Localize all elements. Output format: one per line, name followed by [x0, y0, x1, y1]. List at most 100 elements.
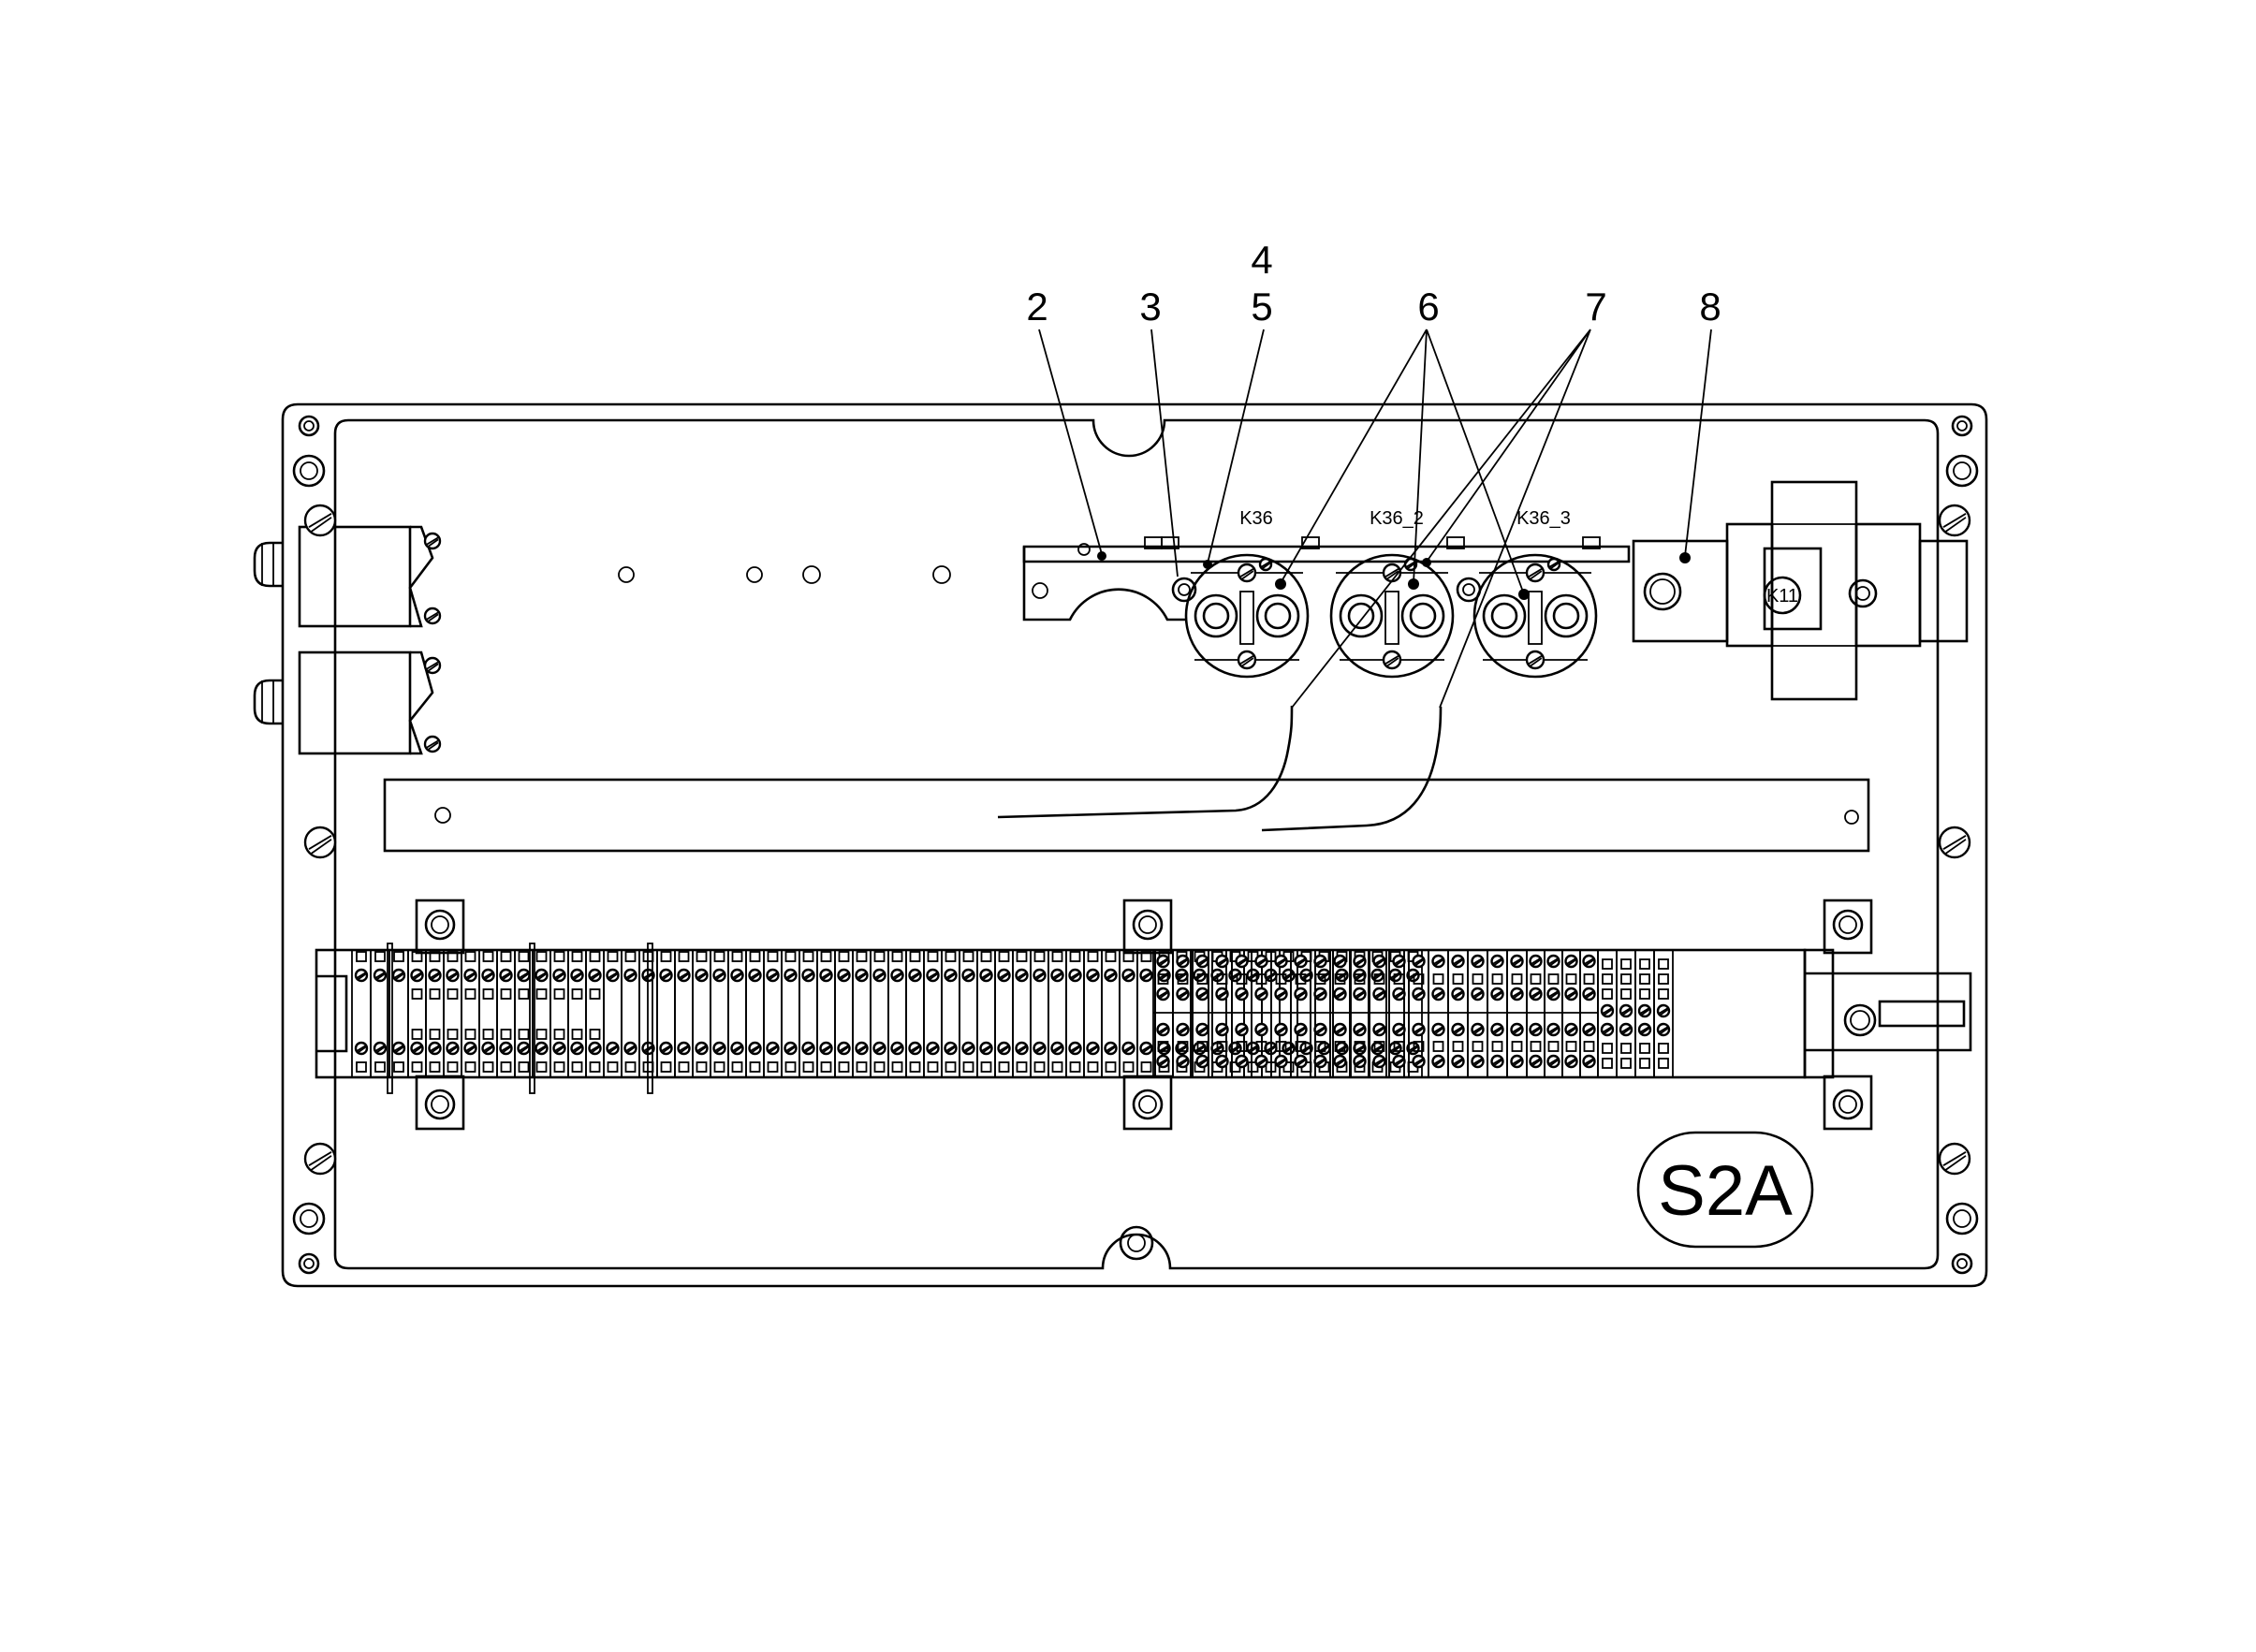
- terminal-screw-icon: [1333, 987, 1347, 1001]
- terminal-screw-icon: [1317, 1041, 1331, 1056]
- terminal: [1506, 949, 1528, 1078]
- relay-label-k36-2: K36_2: [1370, 508, 1424, 529]
- panel-badge: S2A: [1658, 1151, 1793, 1231]
- terminal-screw-icon: [1564, 987, 1578, 1001]
- callout-2: 2: [1026, 285, 1047, 329]
- terminal-screw-icon: [1637, 1022, 1652, 1037]
- terminal: [1561, 949, 1581, 1078]
- terminal: [1616, 949, 1636, 1078]
- terminal-screw-icon: [570, 1041, 584, 1056]
- terminal-screw-icon: [606, 968, 620, 983]
- bracket-stud-icon: [1446, 536, 1465, 549]
- terminal: [1388, 949, 1410, 1078]
- clamp-screw-icon: [1832, 909, 1864, 941]
- terminal-screw-icon: [499, 968, 513, 983]
- terminal-screw-icon: [428, 968, 442, 983]
- terminal-screw-icon: [1392, 954, 1406, 969]
- clamp-screw-icon: [1832, 1089, 1864, 1120]
- relay-label-k36-3: K36_3: [1516, 508, 1571, 529]
- terminal: [656, 949, 676, 1078]
- terminal-screw-icon: [1139, 1041, 1153, 1056]
- relay-screw-icon: [1382, 650, 1402, 670]
- terminal-screw-icon: [1510, 954, 1524, 969]
- callout-3: 3: [1139, 285, 1161, 329]
- mounting-hole-icon: [292, 1202, 326, 1235]
- corner-mounting-holes: [292, 415, 1979, 1275]
- terminal-screw-icon: [1637, 1003, 1652, 1018]
- relay-tags: K36 K36_2 K36_3: [1239, 508, 1571, 529]
- terminal-screw-icon: [1471, 954, 1485, 969]
- terminal-screw-icon: [695, 1041, 709, 1056]
- terminal-screw-icon: [1353, 1022, 1367, 1037]
- terminal-screw-icon: [1274, 1022, 1288, 1037]
- terminal: [1101, 949, 1121, 1078]
- terminal-screw-icon: [1529, 987, 1543, 1001]
- terminal: [1329, 949, 1351, 1078]
- terminal-screw-icon: [1451, 1054, 1465, 1069]
- terminal-screw-icon: [1392, 1054, 1406, 1069]
- terminal-screw-icon: [1254, 1054, 1268, 1069]
- terminal-screw-icon: [1176, 954, 1190, 969]
- terminal-screw-icon: [837, 968, 851, 983]
- terminal-screw-icon: [1121, 968, 1135, 983]
- terminal: [781, 949, 800, 1078]
- terminal-screw-icon: [677, 1041, 691, 1056]
- terminal-screw-icon: [1313, 987, 1327, 1001]
- terminal-screw-icon: [926, 968, 940, 983]
- terminal-screw-icon: [606, 1041, 620, 1056]
- terminal: [496, 949, 516, 1078]
- terminal-screw-icon: [1451, 954, 1465, 969]
- callout-8: 8: [1699, 285, 1721, 329]
- terminal: [1634, 949, 1655, 1078]
- terminal: [1030, 949, 1049, 1078]
- terminal: [941, 949, 960, 1078]
- terminal-screw-icon: [872, 1041, 886, 1056]
- terminal-screw-icon: [1582, 1054, 1596, 1069]
- terminal: [1597, 949, 1618, 1078]
- terminal-screw-icon: [373, 968, 388, 983]
- relay-screw-icon: [1525, 563, 1546, 583]
- relay-body: [1184, 553, 1310, 679]
- terminal: [887, 949, 907, 1078]
- terminal: [727, 949, 747, 1078]
- terminal-screw-icon: [1274, 954, 1288, 969]
- terminal: [1119, 949, 1138, 1078]
- clamp-screw-icon: [1132, 1089, 1164, 1120]
- terminal: [351, 949, 372, 1078]
- terminal-screw-icon: [1490, 954, 1504, 969]
- terminal-screw-icon: [1215, 1054, 1229, 1069]
- terminal-screw-icon: [1412, 954, 1426, 969]
- terminal-screw-icon: [890, 968, 904, 983]
- terminal-screw-icon: [1156, 1054, 1170, 1069]
- terminal-screw-icon: [1333, 954, 1347, 969]
- terminal-screw-icon: [1529, 1054, 1543, 1069]
- terminal-screw-icon: [1050, 1041, 1064, 1056]
- terminal-screw-icon: [354, 1041, 369, 1056]
- panel-designation: S2A: [1636, 1131, 1814, 1249]
- mounting-hole-icon: [1945, 454, 1979, 488]
- terminal: [905, 949, 925, 1078]
- terminal-screw-icon: [552, 968, 566, 983]
- terminal-screw-icon: [1392, 987, 1406, 1001]
- terminal-screw-icon: [997, 1041, 1011, 1056]
- plate-holes: [618, 565, 951, 584]
- plate-screw-icon: [303, 1142, 337, 1176]
- terminal-screw-icon: [819, 968, 833, 983]
- din-rail-upper: [383, 778, 1870, 853]
- terminal: [959, 949, 978, 1078]
- terminal-strip: [351, 949, 1674, 1078]
- terminal-screw-icon: [1156, 954, 1170, 969]
- callout-6: 6: [1417, 285, 1439, 329]
- terminal-screw-icon: [801, 1041, 815, 1056]
- terminal-block-rail: [315, 948, 1972, 1079]
- terminal-screw-icon: [1313, 954, 1327, 969]
- end-clamp: [415, 899, 465, 1131]
- terminal-screw-icon: [659, 968, 673, 983]
- terminal-screw-icon: [944, 968, 958, 983]
- terminal-screw-icon: [1451, 1022, 1465, 1037]
- plate-screw-icon: [303, 504, 337, 537]
- separator-plate: [387, 943, 393, 1094]
- terminal-screw-icon: [1313, 1054, 1327, 1069]
- terminal: [710, 949, 729, 1078]
